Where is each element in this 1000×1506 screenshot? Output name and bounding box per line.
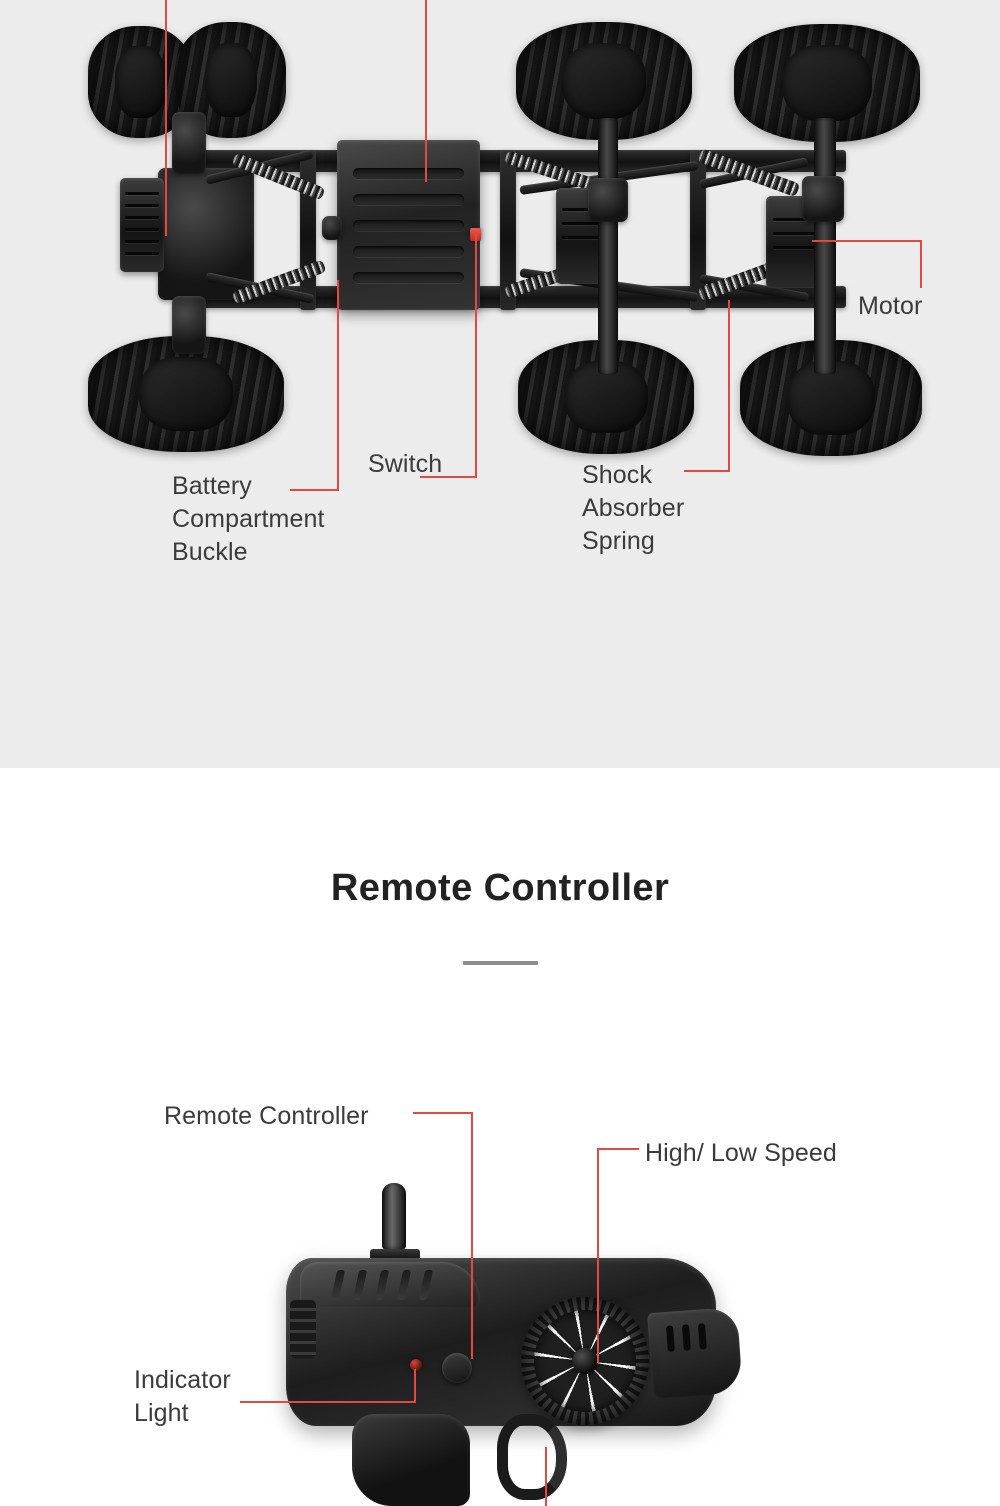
tire-front-bottom bbox=[88, 336, 284, 452]
leader-remote-v bbox=[471, 1112, 473, 1359]
label-motor: Motor bbox=[858, 292, 923, 320]
frame-crossmember-b bbox=[500, 150, 516, 310]
high-low-speed-button[interactable] bbox=[442, 1353, 472, 1383]
rear-axle-hub bbox=[802, 176, 844, 222]
title-divider bbox=[463, 961, 538, 965]
label-switch: Switch bbox=[368, 450, 443, 478]
leader-indicator-v bbox=[414, 1369, 416, 1403]
leader-shock-h bbox=[684, 470, 730, 472]
steering-wheel[interactable] bbox=[521, 1297, 649, 1425]
page-title: Remote Controller bbox=[330, 867, 670, 909]
controller-side-vent bbox=[290, 1300, 316, 1358]
leader-highlow-h bbox=[597, 1148, 639, 1150]
label-shock-absorber-spring: Shock Absorber Spring bbox=[582, 461, 685, 555]
label-indicator-light: Indicator Light bbox=[134, 1366, 231, 1427]
throttle-trigger[interactable] bbox=[497, 1414, 567, 1500]
frame-crossmember-c bbox=[690, 150, 706, 310]
leader-remote-h bbox=[413, 1112, 473, 1114]
leader-battery-v bbox=[337, 280, 339, 491]
front-motor-can bbox=[120, 178, 164, 272]
controller-tail bbox=[647, 1306, 743, 1400]
front-axle-hub-lower bbox=[172, 296, 206, 354]
battery-compartment-cover bbox=[337, 140, 480, 310]
chassis-photo bbox=[88, 22, 922, 456]
leader-motor-h bbox=[812, 240, 922, 242]
label-battery-compartment-buckle: Battery Compartment Buckle bbox=[172, 472, 325, 566]
leader-trigger-v bbox=[545, 1447, 547, 1506]
battery-buckle bbox=[322, 216, 342, 240]
leader-line-top-left bbox=[165, 0, 167, 236]
leader-switch-h bbox=[420, 476, 477, 478]
leader-motor-v bbox=[920, 240, 922, 288]
leader-indicator-h bbox=[240, 1401, 416, 1403]
controller-grip bbox=[352, 1414, 470, 1506]
controller-top-fins bbox=[300, 1262, 480, 1308]
label-remote-controller: Remote Controller bbox=[164, 1102, 369, 1130]
indicator-light-led bbox=[410, 1359, 422, 1371]
label-high-low-speed: High/ Low Speed bbox=[645, 1139, 837, 1167]
antenna bbox=[382, 1183, 406, 1249]
leader-shock-v bbox=[728, 300, 730, 472]
tire-mid-bottom bbox=[518, 340, 694, 454]
front-axle-hub bbox=[172, 112, 206, 174]
mid-axle-hub bbox=[588, 178, 628, 222]
chassis-section: Motor Battery Compartment Buckle Switch … bbox=[0, 0, 1000, 768]
leader-highlow-v bbox=[597, 1148, 599, 1363]
leader-battery-h bbox=[290, 489, 339, 491]
leader-line-top-mid bbox=[425, 0, 427, 182]
leader-switch-v bbox=[475, 234, 477, 477]
